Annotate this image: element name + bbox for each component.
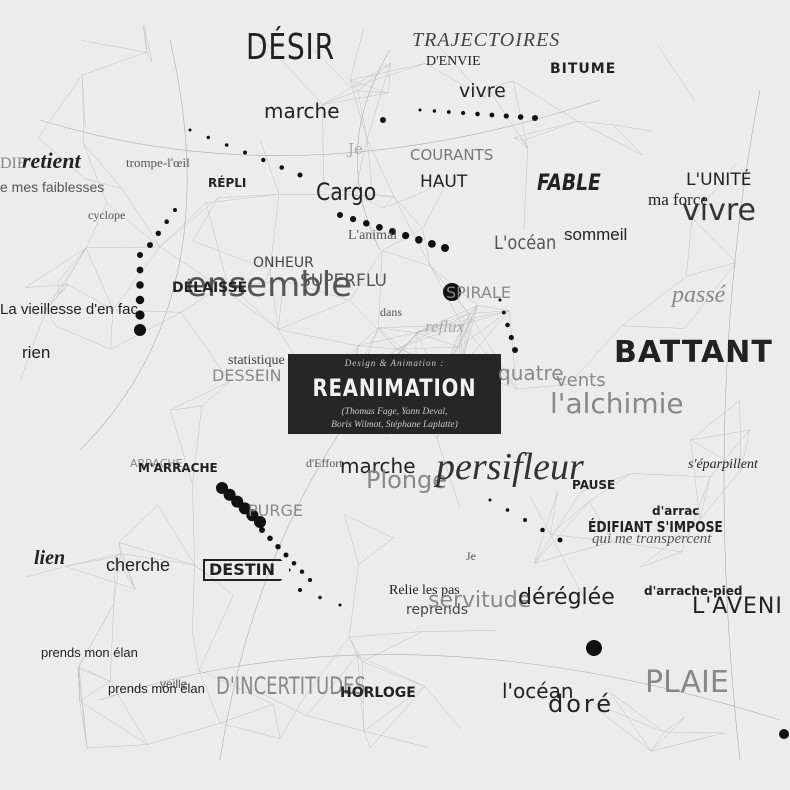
word-delaisse: DÉLAISSÉ	[172, 280, 248, 296]
word-plonge: Plonge	[366, 466, 448, 494]
word-battant: BATTANT	[614, 335, 773, 370]
word-superflu: SUPERFLU	[300, 271, 387, 291]
word-rien: rien	[22, 343, 51, 362]
word-lunite: L'UNITÉ	[686, 170, 752, 190]
word-horloge: HORLOGE	[340, 685, 416, 701]
word-trajectoires: TRAJECTOIRES	[412, 29, 561, 51]
word-eparpillent: s'éparpillent	[688, 457, 758, 472]
word-dessein: DESSEIN	[212, 366, 282, 385]
word-spirale: SPIRALE	[446, 283, 511, 302]
word-darrache-small: d'arrac	[652, 504, 700, 518]
word-trompe-loeil: trompe-l'œil	[126, 155, 190, 170]
banner-design-credit: Design & Animation :	[344, 358, 445, 368]
word-marche-top: marche	[264, 99, 340, 123]
network-lines	[19, 25, 781, 761]
word-repli: RÉPLI	[208, 176, 247, 190]
word-transpercent: qui me transpercent	[592, 531, 712, 547]
word-elan-1: prends mon élan	[41, 645, 138, 660]
word-plaie: PLAIE	[645, 665, 729, 700]
word-impose: ÉDIFIANT S'IMPOSE	[588, 518, 723, 536]
word-elan-2: prends mon élan	[108, 681, 205, 696]
word-sommeil: sommeil	[564, 225, 628, 244]
word-quatre: quatre	[498, 361, 564, 385]
word-vents: vents	[556, 370, 606, 391]
word-ma-force: ma force	[648, 190, 708, 209]
banner-credits-line-2: Boris Wilmot, Stéphane Laplatte)	[331, 419, 458, 430]
word-je-top: Je	[348, 140, 363, 158]
word-effort: d'Effort	[306, 456, 343, 470]
word-ensemble: ensemble	[186, 265, 353, 305]
word-statistique: statistique	[228, 353, 285, 368]
word-veille: veille	[160, 677, 188, 691]
dot-trails	[134, 108, 789, 739]
word-arrache-small: ARRACHE	[130, 457, 183, 470]
word-desir: DÉSIR	[246, 27, 335, 68]
word-servitude: servitude	[428, 588, 532, 613]
word-haut: HAUT	[420, 172, 468, 192]
word-passe: passé	[672, 282, 726, 308]
word-marrache: M'ARRACHE	[138, 461, 218, 475]
title-banner: Design & Animation : REANIMATION (Thomas…	[288, 354, 501, 434]
word-vivre-right: vivre	[682, 193, 756, 228]
word-dore: doré	[548, 690, 615, 718]
word-persifleur: persifleur	[436, 446, 584, 488]
word-locean-bottom: l'océan	[502, 679, 574, 703]
word-relie: Relie les pas	[389, 583, 460, 598]
word-incertitudes: D'INCERTITUDES	[216, 672, 366, 700]
word-locean-top: L'océan	[494, 232, 557, 254]
word-bonheur: ONHEUR	[253, 255, 314, 271]
word-cyclope: cyclope	[88, 208, 126, 222]
word-dereglee: déréglée	[518, 585, 615, 610]
word-denvie: D'ENVIE	[426, 54, 481, 69]
word-marche-mid: marche	[340, 454, 416, 478]
word-courants: COURANTS	[410, 146, 494, 164]
word-fable: FABLE	[537, 171, 601, 196]
banner-credits-line-1: (Thomas Fage, Yann Deval,	[341, 407, 448, 417]
word-je-mid: Je	[466, 549, 476, 563]
word-faiblesses: e mes faiblesses	[0, 179, 105, 195]
word-vivre-top: vivre	[459, 80, 506, 102]
word-lanimal: L'animal	[348, 228, 398, 243]
word-vieillesse: La vieillesse d'en fac	[0, 301, 138, 318]
word-pause: PAUSE	[572, 478, 616, 492]
banner-title: REANIMATION	[312, 374, 477, 402]
word-cherche: cherche	[106, 555, 171, 575]
word-reflux: reflux	[425, 317, 465, 336]
word-retient: retient	[22, 148, 81, 173]
word-dans: dans	[380, 305, 402, 319]
word-die: DIE	[0, 155, 27, 172]
word-bitume: BITUME	[550, 61, 617, 77]
word-reprends: reprends	[406, 602, 469, 618]
banner-credits: (Thomas Fage, Yann Deval, Boris Wilmot, …	[288, 406, 501, 432]
word-lien: lien	[34, 547, 66, 569]
word-cargo: Cargo	[316, 178, 377, 206]
word-alchimie: l'alchimie	[550, 387, 684, 420]
destin-arrow-tag: DESTIN	[203, 559, 291, 581]
word-avenir: L'AVENI	[692, 594, 783, 619]
word-darrache-pied: d'arrache-pied	[644, 584, 743, 598]
word-purge: PURGE	[248, 501, 303, 520]
